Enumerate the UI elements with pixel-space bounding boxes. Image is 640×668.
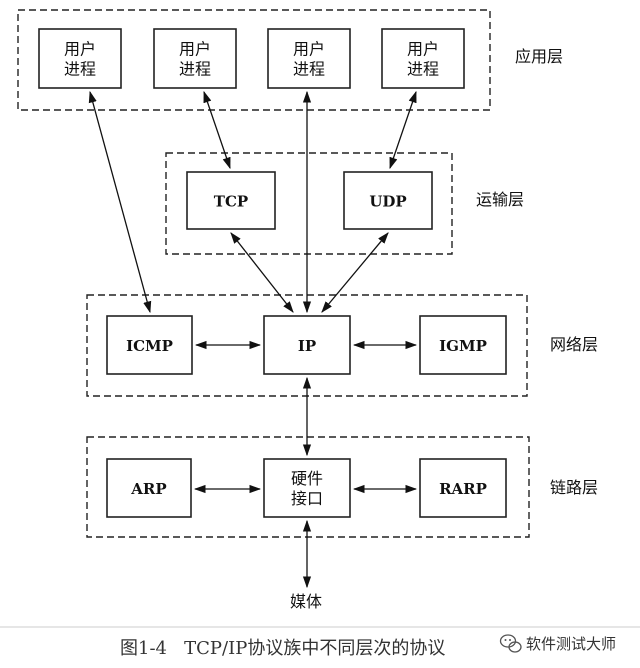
tcp-box-frame: [186, 171, 276, 230]
igmp-box-frame: [419, 315, 507, 375]
wechat-icon: [499, 634, 522, 653]
udp-label-line-0: UDP: [369, 193, 406, 211]
network-layer-label: 网络层: [550, 335, 598, 354]
up2-label-line-1: 进程: [179, 60, 211, 79]
tcp-label-line-0: TCP: [214, 193, 248, 211]
rarp-box: RARP: [419, 458, 507, 518]
transport-layer-label: 运输层: [476, 190, 524, 209]
udp-box-frame: [343, 171, 433, 230]
watermark-text: 软件测试大师: [526, 635, 616, 653]
ip-label-line-0: IP: [298, 337, 316, 355]
up3-label-line-1: 进程: [293, 60, 325, 79]
up3-box-frame: [267, 28, 351, 89]
hw-label-line-1: 接口: [291, 489, 323, 508]
up4-label-line-1: 进程: [407, 60, 439, 79]
icmp-box: ICMP: [106, 315, 193, 375]
arrow-udp-ip: [321, 232, 389, 313]
arrow-tcp-ip: [230, 232, 294, 313]
arrow-up1-icmp: [88, 90, 152, 314]
arp-box: ARP: [106, 458, 192, 518]
hw-label-line-0: 硬件: [291, 469, 323, 488]
application-layer-frame: [17, 9, 491, 111]
arrow-up2-tcp: [203, 90, 231, 170]
up4-label-line-0: 用户: [407, 40, 439, 59]
up4-box-frame: [381, 28, 465, 89]
connection-arrows: [88, 90, 418, 589]
link-layer-label: 链路层: [550, 478, 598, 497]
up3-label-line-0: 用户: [293, 40, 325, 59]
figure-caption: 图1-4 TCP/IP协议族中不同层次的协议: [120, 638, 445, 659]
igmp-label-line-0: IGMP: [439, 337, 487, 355]
rarp-label-line-0: RARP: [439, 480, 487, 498]
udp-box: UDP: [343, 171, 433, 230]
rarp-box-frame: [419, 458, 507, 518]
up2-box-frame: [153, 28, 237, 89]
up1-label-line-0: 用户: [64, 40, 96, 59]
igmp-box: IGMP: [419, 315, 507, 375]
hw-box-frame: [263, 458, 351, 518]
ip-box: IP: [263, 315, 351, 375]
arrow-up4-udp: [389, 90, 417, 170]
arp-label-line-0: ARP: [130, 480, 166, 498]
media-label: 媒体: [290, 592, 322, 611]
arp-box-frame: [106, 458, 192, 518]
tcp-box: TCP: [186, 171, 276, 230]
ip-box-frame: [263, 315, 351, 375]
icmp-box-frame: [106, 315, 193, 375]
up2-label-line-0: 用户: [179, 40, 211, 59]
up1-label-line-1: 进程: [64, 60, 96, 79]
up1-box-frame: [38, 28, 122, 89]
icmp-label-line-0: ICMP: [126, 337, 173, 355]
application-layer-label: 应用层: [515, 47, 563, 66]
